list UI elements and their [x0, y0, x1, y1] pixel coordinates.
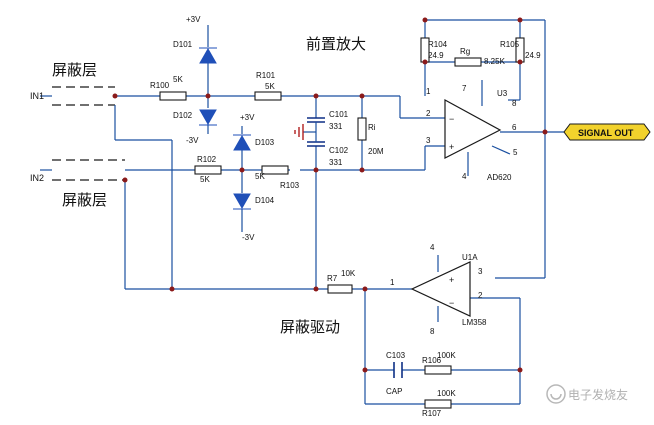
resistor-r102: [194, 165, 222, 175]
u1a-minus-sign: −: [449, 298, 454, 308]
u1a-pin1: 1: [390, 278, 395, 287]
u3-pin5: 5: [513, 148, 518, 157]
u1a-pin2: 2: [478, 291, 483, 300]
u3-pin4: 4: [462, 172, 467, 181]
preamp-label: 前置放大: [306, 35, 366, 53]
c102-value: 331: [329, 158, 343, 167]
r103-value: 5K: [255, 172, 265, 181]
watermark-logo: [546, 384, 566, 404]
d104-name: D104: [255, 196, 275, 205]
u1a-plus-sign: +: [449, 275, 454, 285]
r100-name: R100: [150, 81, 170, 90]
opamp-u1a-lm358: [410, 261, 471, 317]
d102-name: D102: [173, 111, 193, 120]
r101-value: 5K: [265, 82, 275, 91]
r107-value: 100K: [437, 389, 456, 398]
u3-pin7: 7: [462, 84, 467, 93]
ground-symbol: [294, 124, 316, 140]
u1a-pin4: 4: [430, 243, 435, 252]
diode-d102: [199, 109, 217, 126]
d102-supply: -3V: [186, 136, 199, 145]
capacitor-c103: [393, 362, 403, 378]
ri-name: Ri: [368, 123, 376, 132]
signal-out-port: [563, 123, 651, 141]
r7-name: R7: [327, 274, 338, 283]
u1a-part: LM358: [462, 318, 487, 327]
shield-label-bottom: 屏蔽层: [62, 191, 107, 209]
rg-name: Rg: [460, 47, 470, 56]
in2-label: IN2: [30, 173, 44, 183]
r106-value: 100K: [437, 351, 456, 360]
shield-cable-bottom: [40, 159, 125, 181]
resistor-r100: [159, 91, 187, 101]
watermark-text: 电子发烧友: [568, 387, 628, 402]
r106-name: R106: [422, 356, 442, 365]
capacitor-c101: [307, 117, 325, 132]
wires: [114, 19, 570, 405]
r102-name: R102: [197, 155, 217, 164]
resistor-ri: [357, 117, 367, 141]
resistor-r107: [424, 399, 452, 409]
u3-plus-sign: +: [449, 142, 454, 152]
r105-value: 24.9: [525, 51, 541, 60]
u3-pin2: 2: [426, 109, 431, 118]
r104-name: R104: [428, 40, 448, 49]
shield-cable-top: [40, 86, 115, 106]
resistor-r103: [261, 165, 289, 175]
r103-name: R103: [280, 181, 300, 190]
u3-pin8: 8: [512, 99, 517, 108]
capacitor-c102: [307, 132, 325, 147]
r105-name: R105: [500, 40, 520, 49]
u3-pin1: 1: [426, 87, 431, 96]
opamp-u3-ad620: [444, 98, 502, 159]
d101-name: D101: [173, 40, 193, 49]
d104-supply: -3V: [242, 233, 255, 242]
diode-d101: [199, 47, 217, 64]
u3-part: AD620: [487, 173, 512, 182]
c101-value: 331: [329, 122, 343, 131]
ri-value: 20M: [368, 147, 384, 156]
d103-supply: +3V: [240, 113, 255, 122]
d101-supply: +3V: [186, 15, 201, 24]
diode-d103: [233, 134, 251, 151]
r104-value: 24.9: [428, 51, 444, 60]
resistor-r7: [327, 284, 353, 294]
r107-name: R107: [422, 409, 442, 418]
resistor-rg: [454, 57, 482, 67]
u3-pin6: 6: [512, 123, 517, 132]
u1a-pin3: 3: [478, 267, 483, 276]
signal-out-label: SIGNAL OUT: [578, 128, 634, 138]
r102-value: 5K: [200, 175, 210, 184]
u3-ref: U3: [497, 89, 508, 98]
c103-name: C103: [386, 351, 406, 360]
shield-driver-label: 屏蔽驱动: [280, 318, 340, 336]
r7-value: 10K: [341, 269, 356, 278]
r101-name: R101: [256, 71, 276, 80]
in1-label: IN1: [30, 91, 44, 101]
c103-value: CAP: [386, 387, 402, 396]
u3-minus-sign: −: [449, 114, 454, 124]
junction-dots: [112, 17, 548, 373]
c102-name: C102: [329, 146, 349, 155]
resistor-r106: [424, 365, 452, 375]
diode-d104: [233, 193, 251, 210]
d103-name: D103: [255, 138, 275, 147]
resistor-r101: [254, 91, 282, 101]
shield-label-top: 屏蔽层: [52, 61, 97, 79]
u3-pin3: 3: [426, 136, 431, 145]
u1a-ref: U1A: [462, 253, 478, 262]
rg-value: 8.25K: [484, 57, 506, 66]
u1a-pin8: 8: [430, 327, 435, 336]
c101-name: C101: [329, 110, 349, 119]
r100-value: 5K: [173, 75, 183, 84]
